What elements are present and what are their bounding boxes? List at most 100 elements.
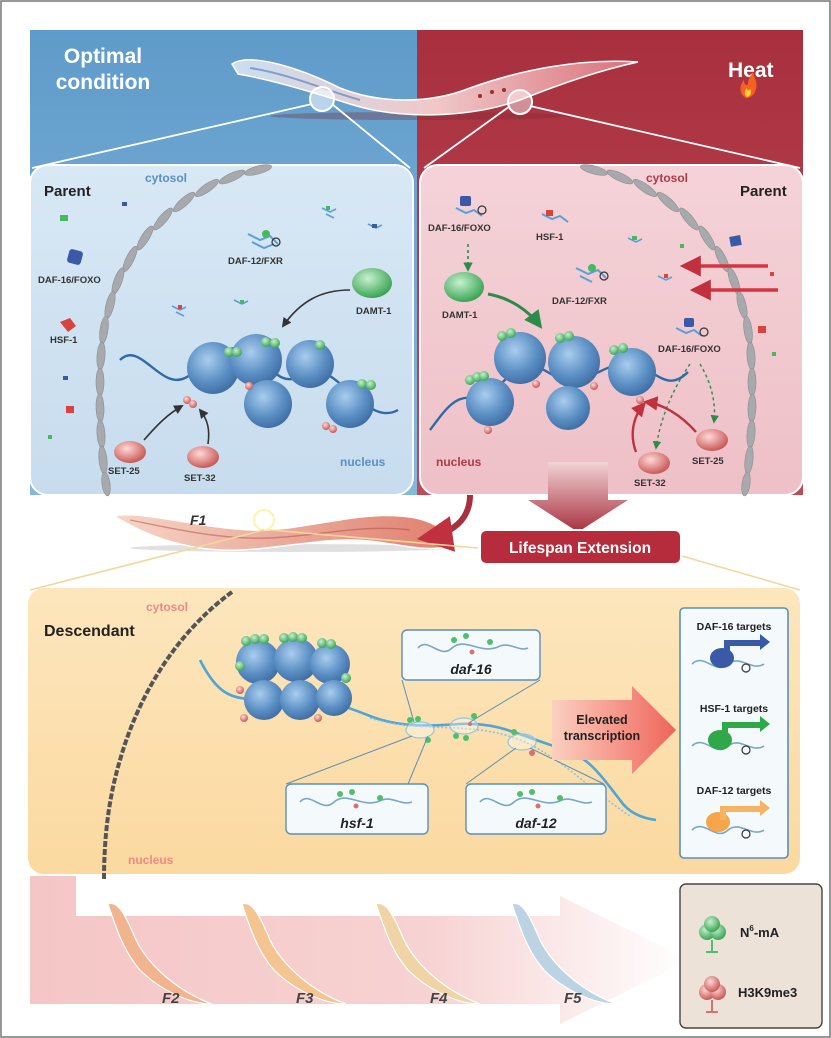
gene-box-hsf1 bbox=[285, 783, 429, 835]
nuclear-envelope-right bbox=[580, 164, 757, 497]
set32-label-left: SET-32 bbox=[184, 473, 216, 484]
generation-worms bbox=[107, 902, 617, 1005]
set32-arrow-left bbox=[198, 408, 210, 445]
daf12-label-right: DAF-12/FXR bbox=[552, 296, 607, 307]
parent-heat-cell bbox=[419, 164, 804, 496]
daf16-protein-left bbox=[67, 249, 83, 265]
nuclear-envelope-descendant bbox=[102, 590, 234, 881]
generation-label-f2: F2 bbox=[162, 990, 180, 1007]
daf12-target-gene bbox=[691, 800, 770, 839]
h3k9me3-legend-label: H3K9me3 bbox=[738, 985, 797, 1000]
zoom-line bbox=[269, 529, 479, 549]
generations-arrow bbox=[30, 876, 690, 1024]
lifespan-down-arrow bbox=[528, 462, 628, 532]
nucleus-label-desc: nucleus bbox=[128, 853, 174, 867]
n6ma-rest: -mA bbox=[754, 925, 780, 940]
elevated-line1: Elevated bbox=[576, 713, 627, 727]
nuclear-envelope-left bbox=[95, 164, 272, 497]
daf12-targets-label: DAF-12 targets bbox=[697, 785, 772, 797]
hsf1-complex-right bbox=[541, 210, 569, 223]
optimal-title-line2: condition bbox=[56, 71, 150, 94]
daf16-label-right-nucleus: DAF-16/FOXO bbox=[658, 344, 721, 355]
n6ma-legend-label: N6-mA bbox=[740, 924, 780, 940]
elevated-transcription-arrow bbox=[552, 686, 676, 774]
nucleus-label-right: nucleus bbox=[436, 455, 482, 469]
hsf1-label-left: HSF-1 bbox=[50, 335, 78, 346]
heat-title: Heat bbox=[728, 59, 774, 82]
daf16-label-right-top: DAF-16/FOXO bbox=[428, 223, 491, 234]
damt1-arrow-left bbox=[281, 289, 351, 328]
n6ma-marks-right bbox=[465, 328, 628, 385]
damt1-label-right: DAMT-1 bbox=[442, 310, 478, 321]
f1-worm bbox=[112, 509, 453, 552]
n6ma-legend-icon bbox=[699, 916, 726, 953]
flame-icon bbox=[740, 72, 757, 98]
gene-label-hsf1: hsf-1 bbox=[340, 815, 374, 831]
targets-box bbox=[679, 607, 789, 859]
hsf1-label-right: HSF-1 bbox=[536, 232, 564, 243]
cytosol-label-desc: cytosol bbox=[146, 600, 188, 614]
parent-heading-left: Parent bbox=[44, 183, 91, 200]
set32-label-right: SET-32 bbox=[634, 478, 666, 489]
damt1-arrow-right bbox=[487, 292, 543, 329]
parent-heading-right: Parent bbox=[740, 183, 787, 200]
hsf1-targets-label: HSF-1 targets bbox=[700, 703, 768, 715]
zoom-line bbox=[31, 103, 313, 169]
nucleosome-cluster-left bbox=[187, 334, 374, 428]
daf12-protein-left bbox=[247, 230, 281, 250]
set25-enzyme-right bbox=[696, 429, 728, 451]
gene-label-daf12: daf-12 bbox=[515, 815, 556, 831]
optimal-title-line1: Optimal bbox=[64, 45, 142, 68]
generation-label-f4: F4 bbox=[430, 990, 448, 1007]
h3k9me3-marks-left bbox=[183, 382, 337, 433]
cytosol-label-left: cytosol bbox=[145, 171, 187, 185]
scattered-molecules-right bbox=[627, 235, 776, 356]
gene-loci-desc bbox=[405, 717, 537, 751]
daf16-label-left: DAF-16/FOXO bbox=[38, 275, 101, 286]
lifespan-extension-label: Lifespan Extension bbox=[509, 540, 651, 557]
gene-connectors bbox=[285, 679, 605, 785]
h3k9me3-legend-icon bbox=[699, 976, 726, 1013]
descendant-panel bbox=[28, 588, 800, 874]
gene-box-daf12 bbox=[465, 783, 607, 835]
gene-loci-marks bbox=[407, 713, 535, 756]
set32-arrow-right bbox=[631, 401, 646, 453]
damt1-enzyme-right bbox=[444, 272, 484, 302]
nucleosome-cluster-right bbox=[466, 332, 656, 430]
daf16-targets-label: DAF-16 targets bbox=[697, 621, 772, 633]
set25-label-left: SET-25 bbox=[108, 466, 140, 477]
h3k9me3-marks-desc bbox=[236, 686, 322, 722]
cytosol-label-right: cytosol bbox=[646, 171, 688, 185]
zoom-line bbox=[529, 105, 801, 169]
zoom-line bbox=[681, 555, 801, 591]
n6ma-superscript: 6 bbox=[749, 924, 754, 933]
f1-label: F1 bbox=[190, 512, 207, 528]
set25-arrow-right bbox=[643, 396, 697, 433]
parent-optimal-cell bbox=[29, 164, 414, 496]
set32-enzyme-right bbox=[638, 452, 670, 474]
gene-box-daf16 bbox=[401, 629, 541, 681]
daf12-label-left: DAF-12/FXR bbox=[228, 256, 283, 267]
generation-label-f5: F5 bbox=[564, 990, 582, 1007]
daf16-to-set25-arrow bbox=[699, 363, 719, 424]
daf16-target-gene bbox=[691, 634, 770, 673]
set32-enzyme-left bbox=[187, 446, 219, 468]
set25-enzyme-left bbox=[114, 441, 146, 463]
n6ma-marks-left bbox=[224, 337, 376, 390]
legend-box bbox=[679, 883, 823, 1029]
nucleosome-cluster-desc bbox=[236, 638, 352, 720]
zoom-line bbox=[331, 103, 411, 169]
heat-to-f1-arrow bbox=[416, 494, 473, 552]
damt1-enzyme-left bbox=[352, 268, 392, 298]
set25-arrow-left bbox=[143, 405, 184, 441]
n6ma-marks-desc bbox=[235, 632, 351, 683]
daf12-complex-right bbox=[575, 264, 609, 283]
damt1-label-left: DAMT-1 bbox=[356, 306, 392, 317]
scattered-molecules-left bbox=[48, 202, 383, 439]
gene-label-daf16: daf-16 bbox=[450, 661, 491, 677]
nucleus-label-left: nucleus bbox=[340, 455, 386, 469]
zoom-line bbox=[29, 529, 265, 591]
hsf1-protein-left bbox=[60, 318, 76, 332]
zoom-line bbox=[423, 105, 511, 169]
